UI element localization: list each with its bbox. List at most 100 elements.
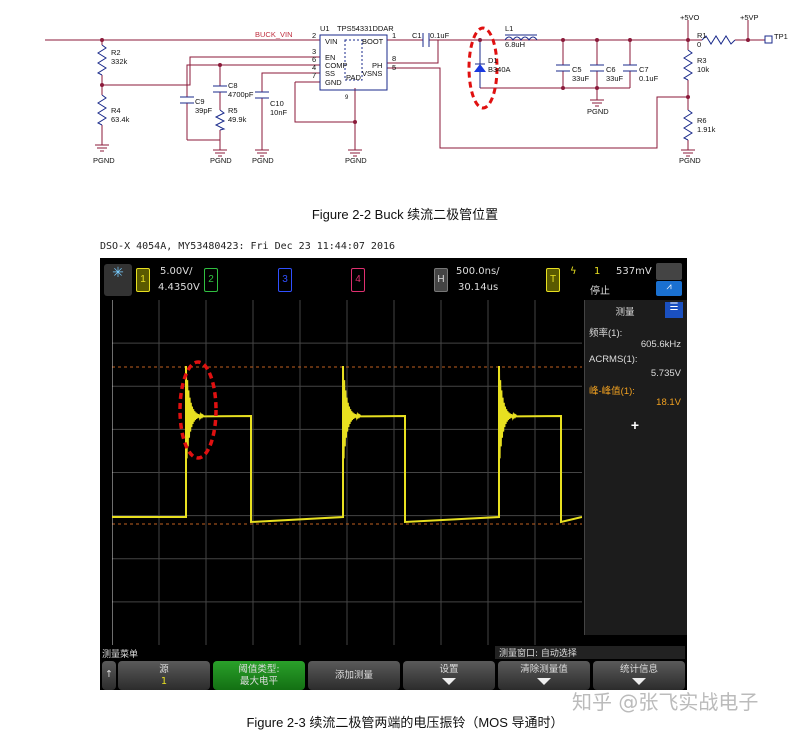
trigger-edge-icon: ϟ [570, 266, 577, 277]
tp1-label: TP1 [774, 32, 788, 41]
horizontal-button[interactable]: H [434, 268, 448, 292]
softkey-value: 1 [160, 676, 168, 687]
r5-value: 49.9k [228, 115, 247, 124]
buck-schematic: BUCK_VIN U1 TPS54331DDAR VIN BOOT EN COM… [45, 13, 788, 165]
ch1-trace [112, 365, 582, 524]
meas-value: 5.735V [650, 368, 681, 379]
r1-label: R1 [697, 31, 707, 40]
r4-value: 63.4k [111, 115, 130, 124]
measure-window: 测量窗口: 自动选择 [495, 646, 685, 659]
c7-value: 0.1uF [639, 74, 659, 83]
c1-value: 0.1uF [430, 31, 450, 40]
softkey-label: 统计信息 [619, 664, 658, 675]
pin-vsns: VSNS [362, 69, 382, 78]
scope-logo-icon[interactable]: ✳ [104, 264, 132, 296]
trigger-button[interactable]: T [546, 268, 560, 292]
pin-num: 3 [312, 47, 316, 56]
pin-vin: VIN [325, 37, 338, 46]
net-5vp: +5VP [740, 13, 759, 22]
ch4-button[interactable]: 4 [351, 268, 365, 292]
pin-num: 9 [345, 95, 349, 101]
menu-icon[interactable]: ☰ [665, 302, 683, 318]
pin-comp: COMP [325, 61, 348, 70]
measure-panel: 测量 ☰ 频率(1): 605.6kHz ACRMS(1): 5.735V 峰-… [584, 300, 687, 635]
pin-ss: SS [325, 69, 335, 78]
softkey-add-measurement[interactable]: 添加测量 [308, 661, 400, 690]
r1-value: 0 [697, 40, 701, 49]
watermark: 知乎 @张飞实战电子 [572, 690, 759, 714]
pin-num: 8 [392, 54, 396, 63]
pgnd-label: PGND [252, 156, 274, 165]
waveform-plot [112, 300, 582, 645]
ch2-button[interactable]: 2 [204, 268, 218, 292]
net-5vo: +5VO [680, 13, 700, 22]
softkey-settings[interactable]: 设置 [403, 661, 495, 690]
c10-value: 10nF [270, 108, 288, 117]
meas-value: 18.1V [656, 397, 681, 408]
add-measurement-button[interactable]: + [630, 417, 640, 433]
highlight-ellipse [467, 26, 499, 110]
softkey-value: 最大电平 [239, 676, 278, 687]
waveform-icon[interactable]: ⩘ [656, 281, 682, 296]
pgnd-label: PGND [93, 156, 115, 165]
r5-label: R5 [228, 106, 238, 115]
run-status: 停止 [590, 286, 610, 297]
highlight-ellipse [178, 360, 218, 460]
arrow-down-icon [537, 678, 551, 685]
c6-value: 33uF [606, 74, 624, 83]
pin-boot: BOOT [362, 37, 384, 46]
arrow-down-icon [632, 678, 646, 685]
pin-ph: PH [372, 61, 382, 70]
c8-label: C8 [228, 81, 238, 90]
pin-num: 1 [392, 31, 396, 40]
c7-label: C7 [639, 65, 649, 74]
pin-en: EN [325, 53, 335, 62]
figure-caption-2: Figure 2-3 续流二极管两端的电压振铃（MOS 导通时） [246, 715, 564, 730]
meas-label: 峰-峰值(1): [589, 386, 635, 397]
ch3-button[interactable]: 3 [278, 268, 292, 292]
time-scale: 500.0ns/ [456, 266, 500, 277]
r2-label: R2 [111, 48, 121, 57]
softkey-threshold-type[interactable]: 阈值类型:最大电平 [213, 661, 305, 690]
c8-value: 4700pF [228, 90, 254, 99]
d1-label: D1 [488, 56, 498, 65]
r2-value: 332k [111, 57, 128, 66]
screen-icon[interactable] [656, 263, 682, 280]
softkey-statistics[interactable]: 统计信息 [593, 661, 685, 690]
measure-title: 测量 [615, 307, 635, 318]
c10-label: C10 [270, 99, 284, 108]
meas-label: ACRMS(1): [589, 354, 638, 365]
c1-label: C1 [412, 31, 422, 40]
meas-label: 频率(1): [589, 328, 623, 339]
oscilloscope-screen: ✳ 1 5.00V/ 4.4350V 2 3 4 H 500.0ns/ 30.1… [100, 258, 687, 690]
r4-label: R4 [111, 106, 121, 115]
ch1-scale: 5.00V/ [160, 266, 193, 277]
softkey-clear-measurements[interactable]: 清除测量值 [498, 661, 590, 690]
pgnd-label: PGND [345, 156, 367, 165]
pgnd-label: PGND [210, 156, 232, 165]
r3-label: R3 [697, 56, 707, 65]
trigger-source: 1 [594, 266, 601, 277]
pin-num: 2 [312, 31, 316, 40]
pin-num: 4 [312, 63, 316, 72]
back-button[interactable]: ↑ [102, 661, 116, 690]
pgnd-label: PGND [679, 156, 701, 165]
pin-num: 7 [312, 71, 316, 80]
figure-caption-1: Figure 2-2 Buck 续流二极管位置 [311, 207, 499, 222]
u1-ref: U1 [320, 24, 330, 33]
net-label: BUCK_VIN [255, 30, 293, 39]
meas-value: 605.6kHz [640, 339, 681, 350]
c9-value: 39pF [195, 106, 213, 115]
diode-icon [474, 64, 486, 72]
ch1-button[interactable]: 1 [136, 268, 150, 292]
menu-title: 测量菜单 [102, 650, 139, 660]
trigger-level: 537mV [616, 266, 652, 277]
c9-label: C9 [195, 97, 205, 106]
d1-value: B340A [488, 65, 511, 74]
pgnd-label: PGND [587, 107, 609, 116]
ch1-offset: 4.4350V [158, 282, 200, 293]
pin-gnd: GND [325, 78, 342, 87]
l1-value: 6.8uH [505, 40, 525, 49]
pin-num: 5 [392, 63, 396, 72]
